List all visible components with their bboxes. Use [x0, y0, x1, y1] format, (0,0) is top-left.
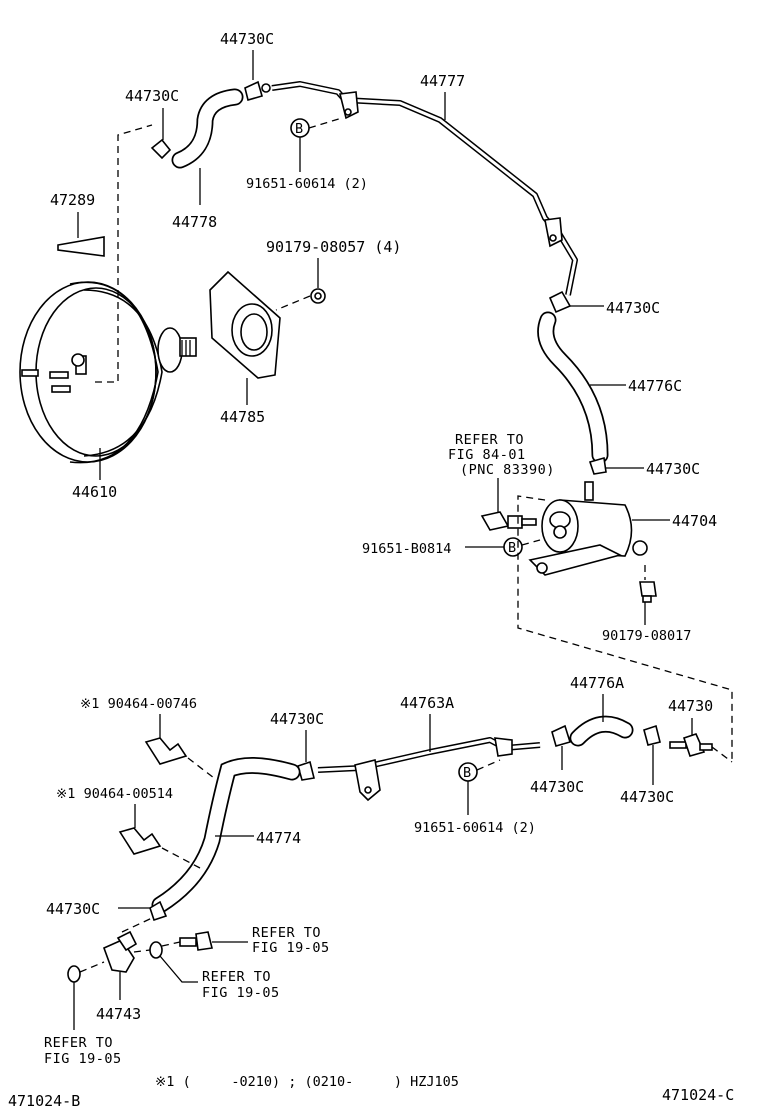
ref-fig19c-line1: REFER TO: [44, 1035, 113, 1051]
pipe-bracket-lower-left: [354, 759, 381, 802]
clamp-44730C-left: [150, 138, 172, 160]
svg-text:B: B: [295, 121, 303, 137]
clamp-44730C-b2: [643, 724, 661, 746]
label-91651-60614-top: 91651-60614 (2): [246, 176, 368, 192]
label-90464-00514: ※1 90464-00514: [56, 786, 173, 802]
clamp-44730C-b1: [551, 724, 572, 747]
pipe-bracket-lower-right: [494, 737, 513, 757]
footnote: ※1 ( -0210) ; (0210- ) HZJ105: [155, 1074, 459, 1090]
clamp-44730C-mid: [297, 760, 315, 781]
union-44743: [102, 930, 138, 973]
label-44763A: 44763A: [400, 694, 454, 712]
figure-code-right: 471024-C: [662, 1086, 734, 1104]
callout-b-top: B: [290, 118, 310, 138]
label-44730C-left: 44730C: [125, 87, 179, 105]
label-91651-60614-bot: 91651-60614 (2): [414, 820, 536, 836]
label-44730: 44730: [668, 697, 713, 715]
nut-90179-08057: [310, 288, 326, 304]
label-44730C-low: 44730C: [46, 900, 100, 918]
figure-code-left: 471024-B: [8, 1092, 80, 1110]
ref-fig84-line2: FIG 84-01: [448, 447, 526, 463]
label-44610: 44610: [72, 483, 117, 501]
label-44730C-top: 44730C: [220, 30, 274, 48]
label-90464-00746: ※1 90464-00746: [80, 696, 197, 712]
gasket-47289: [57, 236, 105, 257]
gasket-washer-left: [67, 965, 81, 983]
union-bolt: [179, 931, 213, 951]
clamp-44730C-top: [244, 80, 271, 101]
label-91651-B0814: 91651-B0814: [362, 541, 451, 557]
ref-fig84-line3: (PNC 83390): [460, 462, 555, 478]
gasket-plate-44785: [209, 270, 281, 379]
callout-b-bottom: B: [458, 762, 478, 782]
label-47289: 47289: [50, 191, 95, 209]
svg-text:B: B: [463, 765, 471, 781]
label-44785: 44785: [220, 408, 265, 426]
clamp-44730C-low: [149, 900, 168, 922]
check-valve: [480, 511, 537, 531]
pipe-bracket-lower: [544, 217, 563, 248]
label-44730C-r2: 44730C: [646, 460, 700, 478]
label-44778: 44778: [172, 213, 217, 231]
bolt-90179-08017: [639, 581, 657, 603]
label-90179-08017: 90179-08017: [602, 628, 691, 644]
callout-b-mid: B: [503, 537, 523, 557]
ref-fig19a-line1: REFER TO: [252, 925, 321, 941]
label-90179-08057: 90179-08057 (4): [266, 238, 401, 256]
clip-90464-00514: [118, 827, 162, 855]
pipe-bracket-upper: [339, 91, 359, 120]
gasket-washer-right: [149, 941, 163, 959]
label-44730C-mid: 44730C: [270, 710, 324, 728]
svg-text:B: B: [508, 540, 516, 556]
clamp-44730C-r2: [588, 456, 607, 475]
brake-booster-44610: [19, 281, 197, 464]
label-44730C-b2: 44730C: [620, 788, 674, 806]
check-valve-44730: [669, 733, 713, 757]
clip-90464-00746: [144, 737, 188, 765]
ref-fig19a-line2: FIG 19-05: [252, 940, 330, 956]
clamp-44730C-r1: [548, 290, 572, 314]
label-44730C-r1: 44730C: [606, 299, 660, 317]
vacuum-tank-44704: [528, 481, 648, 576]
label-44776C: 44776C: [628, 377, 682, 395]
label-44774: 44774: [256, 829, 301, 847]
label-44776A: 44776A: [570, 674, 624, 692]
ref-fig19c-line2: FIG 19-05: [44, 1051, 122, 1067]
ref-fig19b-line2: FIG 19-05: [202, 985, 280, 1001]
label-44743: 44743: [96, 1005, 141, 1023]
label-44704: 44704: [672, 512, 717, 530]
label-44777: 44777: [420, 72, 465, 90]
ref-fig19b-line1: REFER TO: [202, 969, 271, 985]
ref-fig84-line1: REFER TO: [455, 432, 524, 448]
label-44730C-b1: 44730C: [530, 778, 584, 796]
